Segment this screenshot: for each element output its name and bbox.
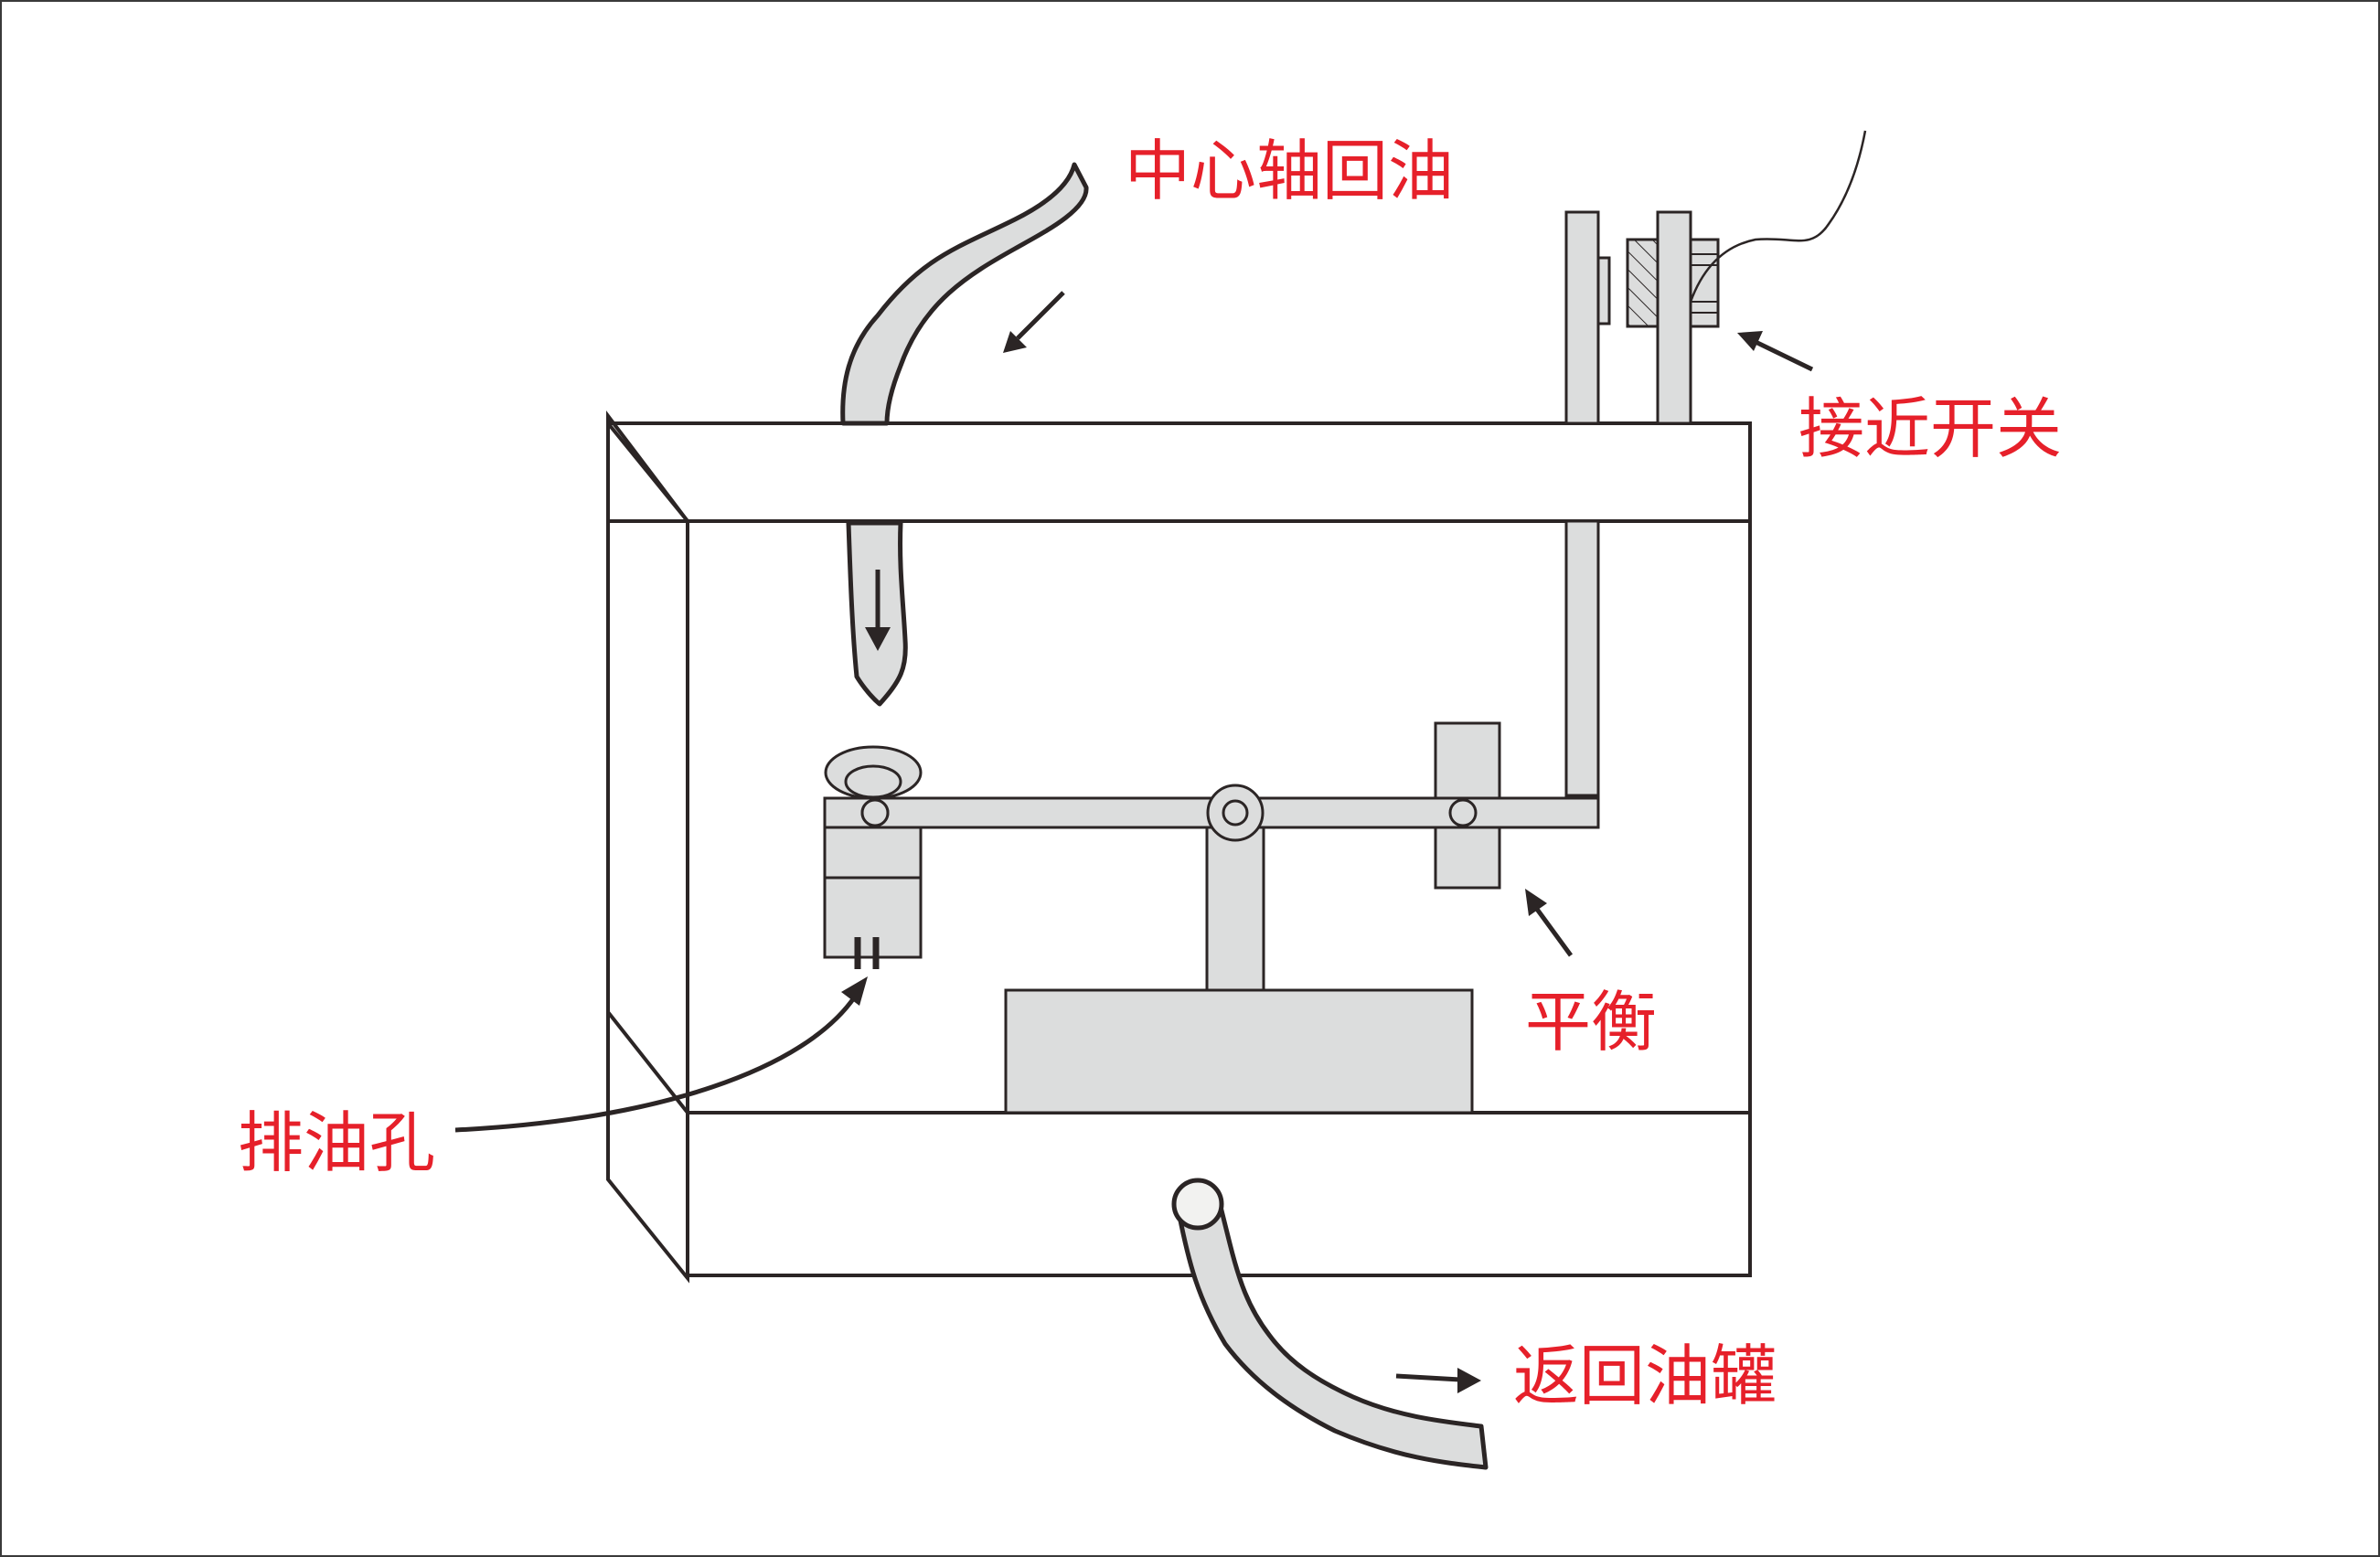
base-block	[1004, 988, 1474, 1114]
switch-sensor-left	[1626, 238, 1661, 328]
proximity-switch-assembly	[1564, 130, 1867, 797]
top-rail	[606, 421, 1752, 523]
return-oil-pipe	[1177, 1204, 1489, 1470]
oil-container-upper	[823, 826, 923, 880]
label-return-oil-tank: 返回油罐	[1513, 1338, 1777, 1414]
switch-cable	[1689, 130, 1867, 303]
flow-arrow-switch	[1752, 338, 1814, 372]
return-pipe-opening	[1171, 1178, 1224, 1231]
balance-rod	[1564, 519, 1600, 797]
label-drain-hole: 排油孔	[238, 1104, 435, 1181]
label-center-shaft-oil-return: 中心轴回油	[1125, 133, 1454, 209]
flow-arrow-return	[1395, 1373, 1461, 1382]
balance-mechanism	[823, 721, 1600, 1114]
label-balance: 平衡	[1525, 984, 1657, 1061]
left-side-panel	[606, 411, 689, 1284]
flow-arrow-upper	[1016, 291, 1065, 340]
flow-arrow-balance	[1533, 906, 1574, 957]
oil-cup-inner	[844, 764, 902, 799]
label-proximity-switch: 接近开关	[1798, 390, 2062, 467]
pivot-inner	[1222, 799, 1249, 826]
beam-support-post	[1205, 819, 1265, 992]
flow-arrow-drain	[454, 995, 858, 1133]
center-shaft-oil-pipe	[840, 162, 1089, 426]
